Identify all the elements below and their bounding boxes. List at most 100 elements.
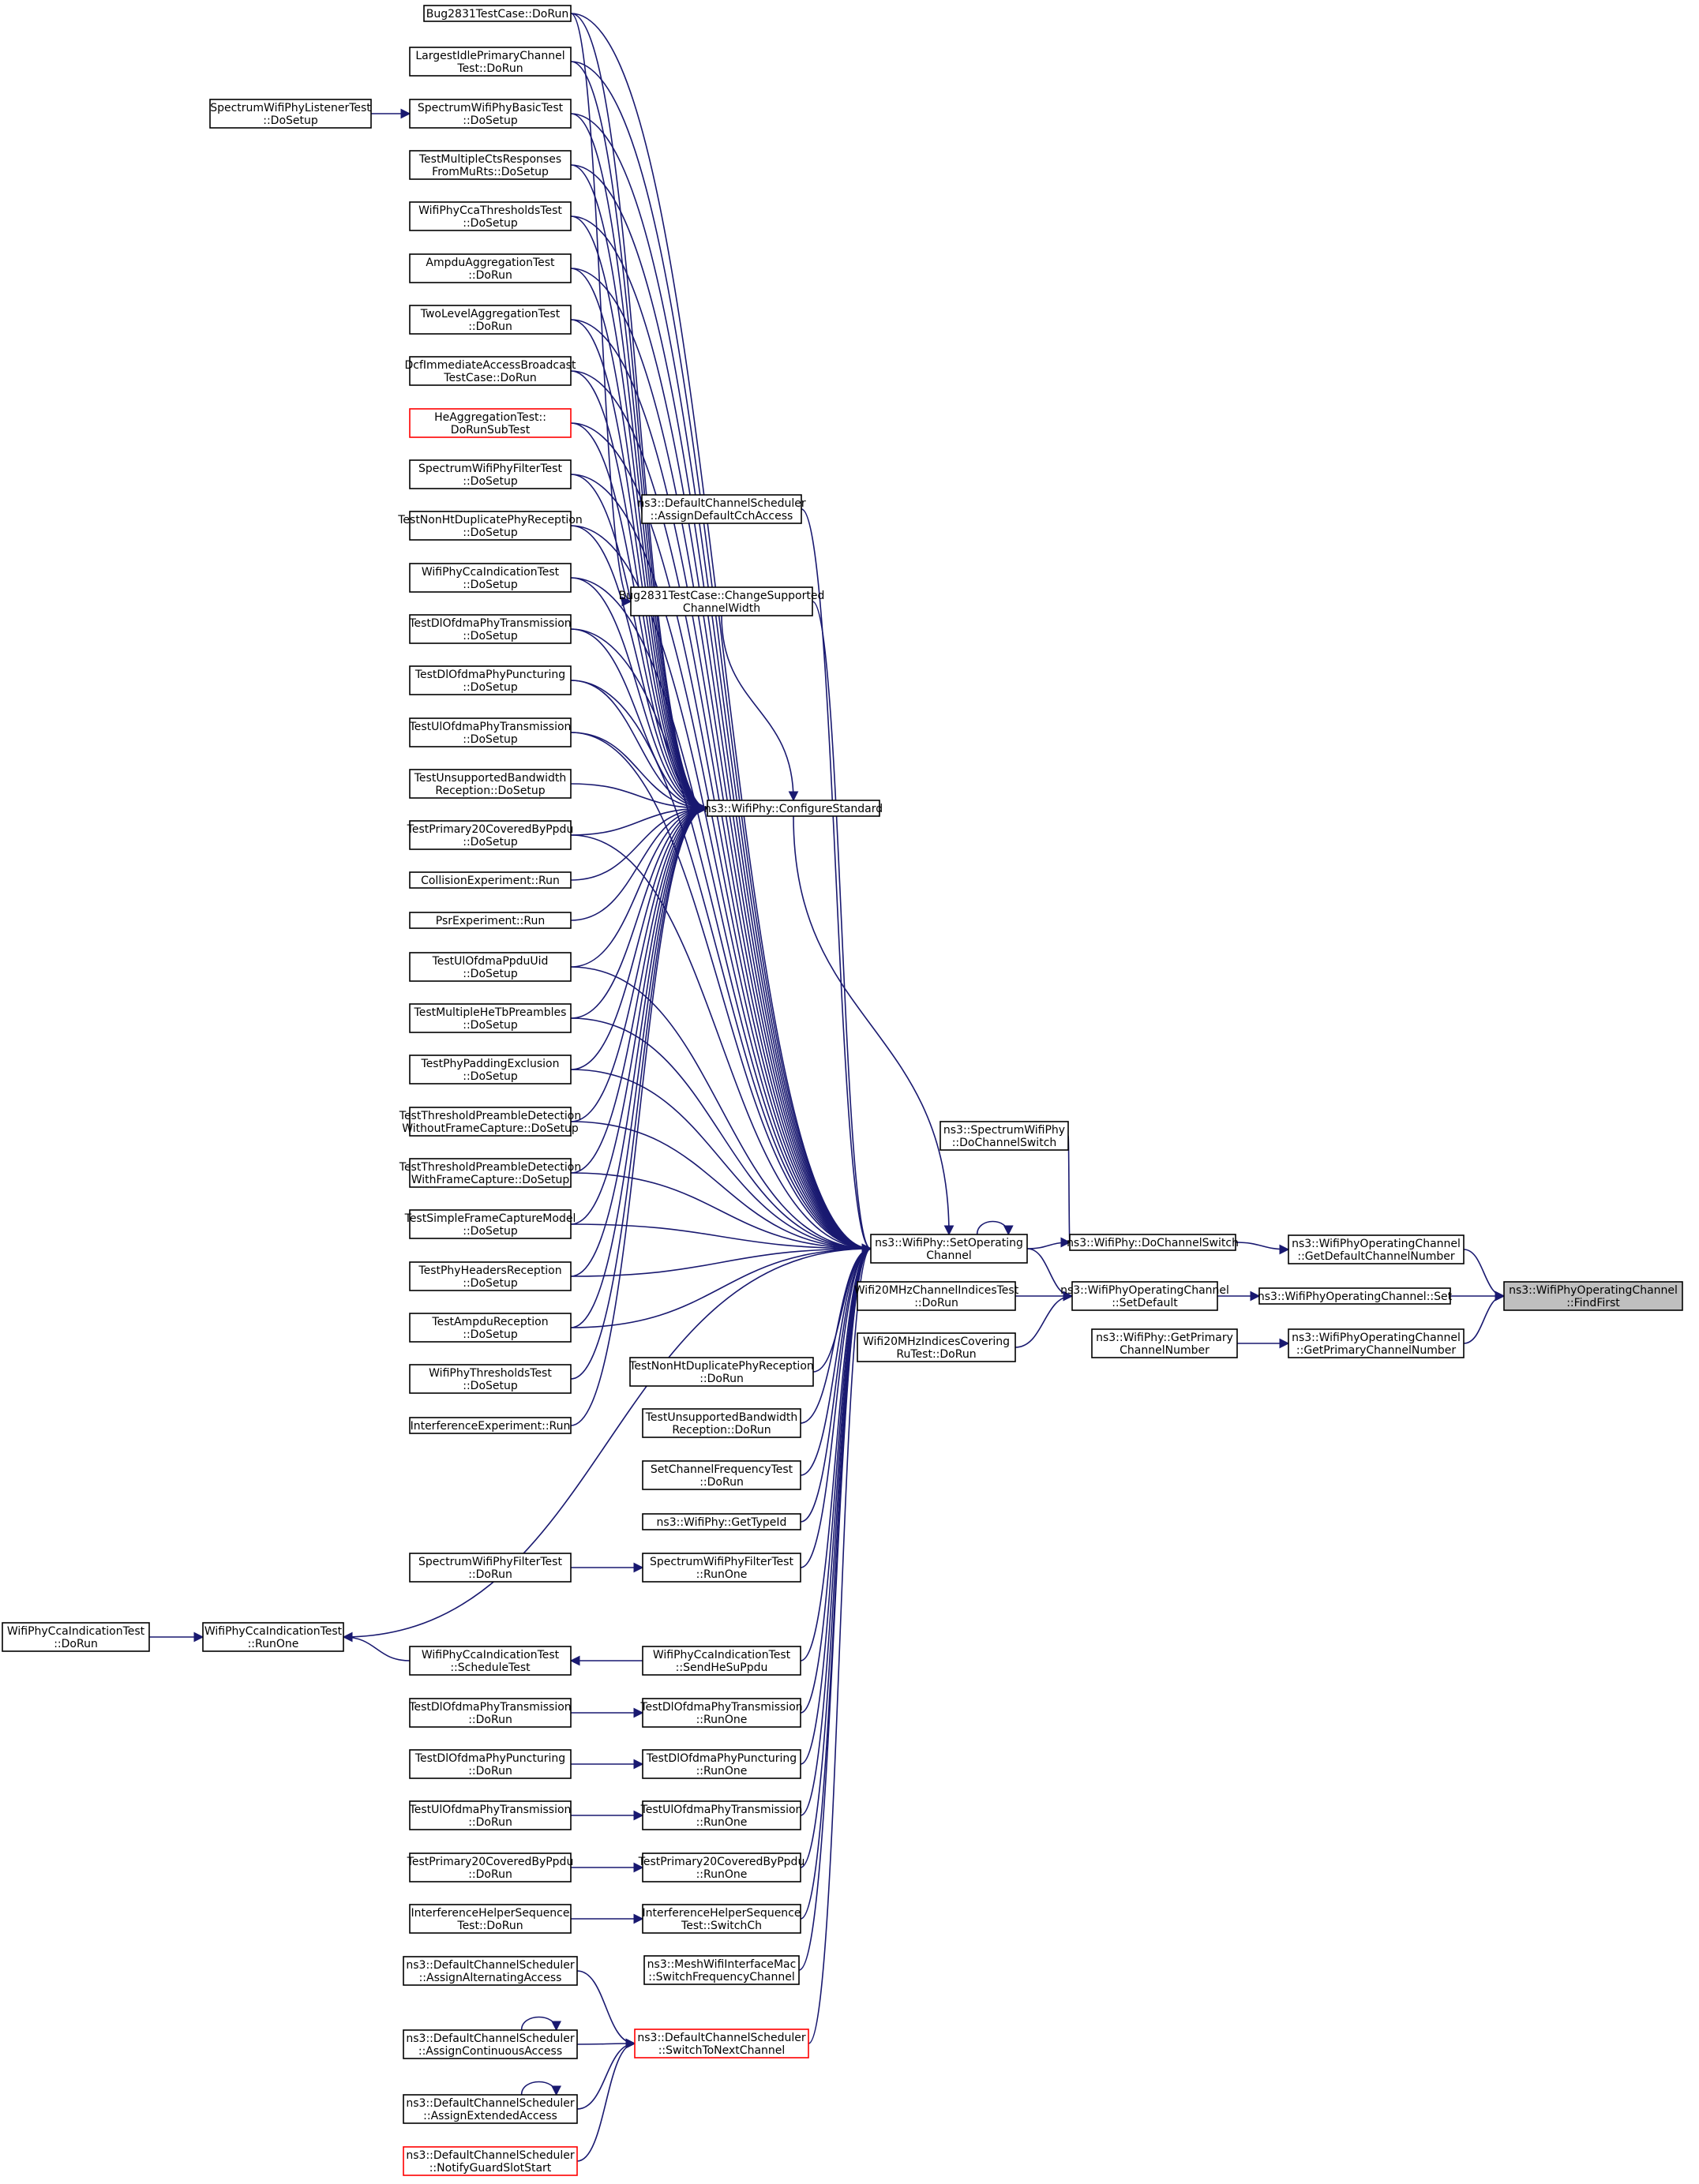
graph-node[interactable]: SetChannelFrequencyTest::DoRun (642, 1460, 801, 1490)
node-label: ::DoRun (468, 269, 512, 282)
node-label: WifiPhyThresholdsTest (429, 1367, 552, 1380)
node-label: TestNonHtDuplicatePhyReception (628, 1360, 814, 1373)
graph-node[interactable]: SpectrumWifiPhyFilterTest::RunOne (642, 1553, 801, 1583)
graph-node[interactable]: TestUlOfdmaPhyTransmission::DoSetup (409, 717, 572, 747)
graph-node[interactable]: InterferenceExperiment::Run (409, 1417, 572, 1434)
graph-node[interactable]: TestDlOfdmaPhyPuncturing::DoSetup (409, 665, 572, 695)
graph-node[interactable]: TestThresholdPreambleDetectionWithFrameC… (399, 1158, 581, 1188)
graph-node[interactable]: TwoLevelAggregationTest::DoRun (409, 305, 572, 335)
node-label: TestCase::DoRun (443, 372, 536, 384)
node-label: ::RunOne (248, 1638, 299, 1650)
graph-node[interactable]: Bug2831TestCase::DoRun (423, 5, 572, 22)
edge-n30-n8 (570, 732, 872, 1254)
node-label: SetChannelFrequencyTest (651, 1463, 793, 1476)
graph-node[interactable]: TestUlOfdmaPhyTransmission::RunOne (640, 1800, 803, 1830)
graph-node[interactable]: SpectrumWifiPhyListenerTest::DoSetup (209, 99, 372, 129)
graph-node[interactable]: TestUlOfdmaPpduUid::DoSetup (409, 952, 572, 982)
graph-node[interactable]: ns3::WifiPhyOperatingChannel::GetDefault… (1288, 1234, 1465, 1264)
graph-node[interactable]: TestMultipleCtsResponsesFromMuRts::DoSet… (409, 150, 572, 180)
node-box (1091, 1328, 1238, 1358)
graph-node[interactable]: TestDlOfdmaPhyTransmission::DoRun (408, 1698, 572, 1728)
graph-node[interactable]: TestUlOfdmaPhyTransmission::DoRun (409, 1800, 572, 1830)
node-label: WithoutFrameCapture::DoSetup (402, 1122, 579, 1135)
graph-node[interactable]: TestNonHtDuplicatePhyReception::DoRun (628, 1357, 814, 1387)
graph-node[interactable]: WifiPhyCcaIndicationTest::DoRun (2, 1622, 150, 1652)
node-box (642, 1460, 801, 1490)
graph-node[interactable]: ns3::MeshWifiInterfaceMac::SwitchFrequen… (643, 1955, 800, 1985)
graph-node[interactable]: TestPrimary20CoveredByPpdu::DoRun (407, 1852, 574, 1882)
graph-node[interactable]: HeAggregationTest::DoRunSubTest (409, 408, 572, 438)
node-label: ns3::DefaultChannelScheduler (406, 2149, 574, 2162)
graph-node[interactable]: TestDlOfdmaPhyTransmission::RunOne (639, 1698, 803, 1728)
graph-node[interactable]: TestDlOfdmaPhyPuncturing::RunOne (642, 1749, 801, 1779)
graph-node[interactable]: ns3::WifiPhy::GetPrimaryChannelNumber (1091, 1328, 1238, 1358)
node-label: ::DoRun (468, 1765, 512, 1778)
graph-node[interactable]: TestDlOfdmaPhyTransmission::DoSetup (408, 614, 572, 644)
graph-node[interactable]: ns3::DefaultChannelScheduler::AssignAlte… (403, 1956, 578, 1986)
node-label: TestUnsupportedBandwidth (645, 1411, 797, 1424)
node-box (642, 1408, 801, 1438)
graph-node[interactable]: TestPrimary20CoveredByPpdu::DoSetup (407, 820, 574, 850)
graph-node[interactable]: ns3::WifiPhy::ConfigureStandard (704, 800, 883, 817)
graph-node[interactable]: TestUnsupportedBandwidthReception::DoSet… (409, 769, 572, 799)
node-label: TestAmpduReception (431, 1316, 548, 1328)
graph-node[interactable]: PsrExperiment::Run (409, 912, 572, 929)
graph-node[interactable]: ns3::WifiPhy::GetTypeId (642, 1513, 801, 1530)
graph-node[interactable]: TestMultipleHeTbPreambles::DoSetup (409, 1003, 572, 1033)
node-label: ::DoSetup (463, 968, 518, 980)
node-label: WifiPhyCcaIndicationTest (422, 1649, 560, 1661)
graph-node[interactable]: ns3::DefaultChannelScheduler::NotifyGuar… (403, 2146, 578, 2176)
edge-n15-n8 (570, 13, 872, 1254)
graph-node[interactable]: DcfImmediateAccessBroadcastTestCase::DoR… (405, 356, 576, 386)
graph-node[interactable]: Wifi20MHzChannelIndicesTest::DoRun (854, 1281, 1019, 1311)
graph-node[interactable]: Bug2831TestCase::ChangeSupportedChannelW… (619, 586, 825, 616)
graph-node[interactable]: SpectrumWifiPhyBasicTest::DoSetup (409, 99, 572, 129)
node-label: CollisionExperiment::Run (421, 875, 560, 887)
graph-node[interactable]: TestPhyHeadersReception::DoSetup (409, 1261, 572, 1291)
graph-node[interactable]: AmpduAggregationTest::DoRun (409, 253, 572, 283)
edge-n22-n12 (570, 319, 709, 814)
graph-node[interactable]: WifiPhyCcaIndicationTest::ScheduleTest (409, 1646, 572, 1676)
node-box (409, 1698, 572, 1728)
edge-n20-n12 (570, 215, 709, 814)
graph-node[interactable]: TestNonHtDuplicatePhyReception::DoSetup (397, 511, 583, 541)
graph-node[interactable]: ns3::DefaultChannelScheduler::AssignCont… (403, 2029, 578, 2059)
graph-node[interactable]: ns3::DefaultChannelScheduler::AssignExte… (403, 2094, 578, 2124)
graph-node[interactable]: TestThresholdPreambleDetectionWithoutFra… (399, 1107, 581, 1137)
graph-node[interactable]: WifiPhyCcaIndicationTest::SendHeSuPpdu (642, 1646, 801, 1676)
graph-node[interactable]: ns3::DefaultChannelScheduler::SwitchToNe… (634, 2029, 809, 2059)
graph-node[interactable]: TestDlOfdmaPhyPuncturing::DoRun (409, 1749, 572, 1779)
graph-node[interactable]: ns3::WifiPhyOperatingChannel::SetDefault (1060, 1281, 1229, 1311)
graph-node[interactable]: ns3::WifiPhyOperatingChannel::Set (1258, 1287, 1453, 1305)
graph-node[interactable]: WifiPhyCcaThresholdsTest::DoSetup (409, 201, 572, 231)
graph-node[interactable]: WifiPhyCcaIndicationTest::DoSetup (409, 563, 572, 593)
graph-node[interactable]: CollisionExperiment::Run (409, 871, 572, 889)
node-label: ::SetDefault (1112, 1297, 1178, 1309)
graph-node[interactable]: ns3::WifiPhyOperatingChannel::FindFirst (1503, 1281, 1683, 1311)
node-box (409, 912, 572, 929)
node-label: Bug2831TestCase::DoRun (426, 8, 568, 21)
node-box (940, 1121, 1069, 1151)
graph-node[interactable]: ns3::WifiPhy::DoChannelSwitch (1067, 1234, 1239, 1251)
graph-node[interactable]: ns3::SpectrumWifiPhy::DoChannelSwitch (940, 1121, 1069, 1151)
graph-node[interactable]: SpectrumWifiPhyFilterTest::DoSetup (409, 459, 572, 489)
node-box (409, 563, 572, 593)
graph-node[interactable]: ns3::WifiPhyOperatingChannel::GetPrimary… (1288, 1328, 1465, 1358)
graph-node[interactable]: WifiPhyThresholdsTest::DoSetup (409, 1364, 572, 1394)
graph-node[interactable]: ns3::DefaultChannelScheduler::AssignDefa… (637, 494, 806, 524)
graph-node[interactable]: SpectrumWifiPhyFilterTest::DoRun (409, 1553, 572, 1583)
graph-node[interactable]: WifiPhyCcaIndicationTest::RunOne (202, 1622, 344, 1652)
node-label: InterferenceHelperSequence (643, 1907, 801, 1920)
node-label: ns3::WifiPhyOperatingChannel (1509, 1284, 1678, 1297)
graph-node[interactable]: TestAmpduReception::DoSetup (409, 1313, 572, 1343)
graph-node[interactable]: TestSimpleFrameCaptureModel::DoSetup (404, 1209, 576, 1239)
graph-node[interactable]: TestPhyPaddingExclusion::DoSetup (409, 1055, 572, 1085)
graph-node[interactable]: TestPrimary20CoveredByPpdu::RunOne (638, 1852, 805, 1882)
edge-n44-n12 (570, 803, 709, 1426)
